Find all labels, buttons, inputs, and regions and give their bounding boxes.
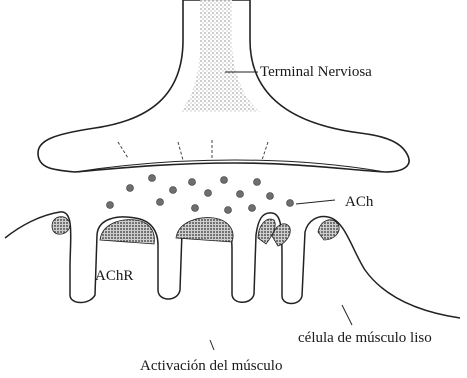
muscle-activation-caption: Activación del músculo [140,358,282,374]
ach-molecule [254,179,261,186]
ach-molecule [287,200,294,207]
muscle-cell-membrane [5,212,460,318]
achr-receptor [258,219,275,244]
ach-molecule [225,207,232,214]
ach-label: ACh [345,194,374,210]
ach-molecule [157,199,164,206]
ach-molecule [149,175,156,182]
ach-molecule [205,190,212,197]
achr-receptor [176,218,233,242]
achr-receptor [100,220,154,244]
ach-molecule [249,205,256,212]
ach-leader-line [296,200,335,204]
achr-label: AChR [95,268,133,284]
ach-molecule [189,179,196,186]
achr-receptor [52,217,70,235]
ach-molecule [237,191,244,198]
ach-molecule [170,187,177,194]
nerve-terminal [38,0,409,172]
ach-molecule [127,185,134,192]
muscle-cell-label: célula de músculo liso [298,330,432,346]
caption-tick [210,340,214,350]
muscle-cell-leader-line [342,305,352,325]
achr-receptor [318,220,339,240]
ach-molecule [221,177,228,184]
ach-molecule [107,202,114,209]
ach-molecules [107,175,294,214]
nerve-terminal-label: Terminal Nerviosa [260,64,372,80]
ach-molecule [267,193,274,200]
receptor-clusters [52,217,339,246]
ach-molecule [192,205,199,212]
